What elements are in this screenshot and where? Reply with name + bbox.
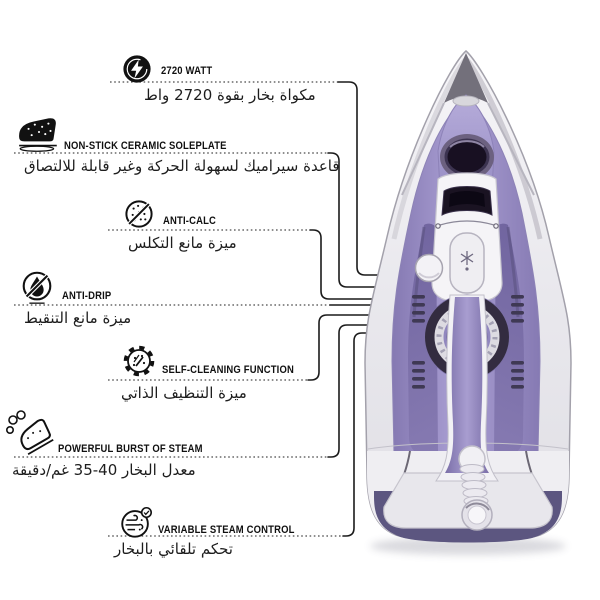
vent-slots [412, 295, 524, 389]
feature-label-ar: مكواة بخار بقوة 2720 واط [144, 86, 316, 104]
feature-label-en: NON-STICK CERAMIC SOLEPLATE [64, 140, 227, 152]
feature-label-en: 2720 WATT [161, 65, 213, 77]
steam-scale [439, 220, 495, 226]
feature-label-en: SELF-CLEANING FUNCTION [162, 364, 295, 376]
cord-bushing [458, 445, 493, 531]
steaming-iron-icon [4, 409, 60, 461]
iron-soleplate-icon [16, 109, 62, 155]
steam-button-icon [460, 251, 474, 271]
callout-connector-5 [307, 314, 385, 381]
handle [445, 297, 489, 473]
no-limescale-icon [121, 196, 157, 232]
gear-clean-icon [119, 341, 159, 381]
feature-label-ar: قاعدة سيراميك لسهولة الحركة وغير قابلة ل… [24, 157, 340, 175]
feature-label-ar: ميزة التنظيف الذاتي [121, 384, 247, 402]
callout-connector-2 [327, 152, 385, 288]
callout-connector-6 [327, 324, 385, 458]
no-drip-icon [18, 268, 56, 306]
callout-connector-3 [309, 229, 385, 300]
feature-label-ar: تحكم تلقائي بالبخار [114, 540, 233, 558]
feature-label-en: POWERFUL BURST OF STEAM [58, 443, 203, 455]
feature-label-ar: معدل البخار 40-35 غم/دقيقة [12, 461, 196, 479]
iron-tip [444, 53, 488, 103]
callout-connector-1 [337, 81, 385, 276]
steam-flow-icon [117, 503, 155, 541]
feature-label-ar: ميزة مانع التنقيط [24, 309, 132, 327]
iron-shadow [370, 537, 566, 555]
callout-connector-7 [342, 332, 385, 537]
feature-label-en: ANTI-DRIP [62, 290, 112, 302]
feature-label-en: VARIABLE STEAM CONTROL [158, 524, 295, 536]
feature-label-ar: ميزة مانع التكلس [128, 234, 237, 252]
product-image [350, 45, 600, 565]
feature-label-en: ANTI-CALC [163, 215, 217, 227]
lightning-bolt-icon [120, 52, 154, 86]
